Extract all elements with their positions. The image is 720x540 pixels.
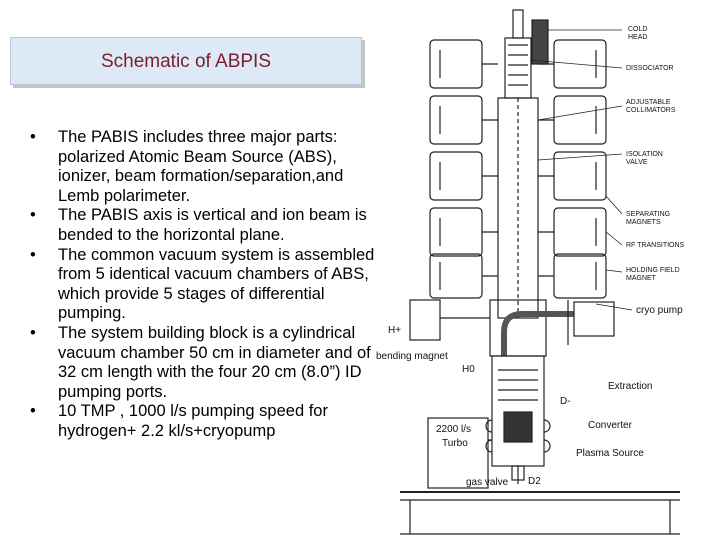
label-d2: D2 [528,476,541,487]
bullet-item: • The system building block is a cylindri… [30,324,380,402]
label-turbo-speed: 2200 l/s [436,424,471,435]
bullet-dot: • [30,402,36,421]
extraction-electrodes [498,369,538,401]
chamber-flange [429,207,483,257]
label-bending-magnet: bending magnet [376,351,448,362]
cold-head-block [531,19,549,65]
label-rf-transitions: RF TRANSITIONS [626,242,685,249]
bullet-text: The PABIS includes three major parts: po… [58,128,344,205]
title-box: Schematic of ABPIS [10,37,362,85]
label-dissociator: DISSOCIATOR [626,65,674,72]
label-h-plus: H+ [388,325,401,336]
chamber-flange [429,39,483,89]
bent-beam-pipe [501,311,574,356]
flange-detail [439,50,597,290]
bullet-dot: • [30,245,36,264]
label-cryo-pump: cryo pump [636,305,683,316]
cold-head-body [512,9,524,39]
chamber-flange [553,253,607,299]
bullet-list: • The PABIS includes three major parts: p… [30,128,380,442]
label-h0: H0 [462,364,475,375]
flange-connectors [482,63,554,277]
label-cold-head: COLD [628,26,647,33]
solenoid-coils [485,419,551,453]
label-extraction: Extraction [608,381,652,392]
converter-block [503,411,533,443]
label-adjustable-collimators-2: COLLIMATORS [626,107,676,114]
label-isolation-valve: ISOLATION [626,151,663,158]
chamber-flange [553,207,607,257]
gas-valve-body [511,465,525,481]
chamber-stack [429,39,607,299]
bullet-text: The common vacuum system is assembled fr… [58,245,375,323]
label-d-minus: D- [560,396,571,407]
schematic-labels: COLD HEAD DISSOCIATOR ADJUSTABLE COLLIMA… [626,26,685,282]
label-plasma-source: Plasma Source [576,448,644,459]
slide-title: Schematic of ABPIS [100,51,272,72]
bullet-text: 10 TMP , 1000 l/s pumping speed for hydr… [58,402,328,440]
chamber-flange [429,253,483,299]
label-separating-magnets: SEPARATING [626,211,670,218]
cryo-pump-body [573,301,615,337]
bullet-dot: • [30,323,36,342]
label-adjustable-collimators: ADJUSTABLE [626,99,671,106]
bullet-item: • 10 TMP , 1000 l/s pumping speed for hyd… [30,402,380,441]
turbo-pump-body [427,417,489,489]
label-holding-field-magnet-2: MAGNET [626,275,657,282]
bullet-item: • The PABIS axis is vertical and ion beam… [30,206,380,245]
bullet-text: The system building block is a cylindric… [58,323,371,401]
label-converter: Converter [588,420,633,431]
chamber-flange [553,95,607,145]
schematic-callouts: cryo pump H+ bending magnet H0 Extractio… [376,305,683,488]
ionizer-body [491,355,545,467]
schematic-drawing [400,9,680,535]
abpis-schematic: COLD HEAD DISSOCIATOR ADJUSTABLE COLLIMA… [376,9,685,535]
label-gas-valve: gas valve [466,477,509,488]
label-cold-head-2: HEAD [628,34,647,41]
chamber-flange [429,95,483,145]
label-holding-field-magnet: HOLDING FIELD [626,267,680,274]
label-separating-magnets-2: MAGNETS [626,219,661,226]
hplus-port [409,299,441,341]
bullet-item: • The common vacuum system is assembled f… [30,246,380,324]
central-column [497,97,539,319]
label-isolation-valve-2: VALVE [626,159,648,166]
label-turbo: Turbo [442,438,468,449]
bullet-item: • The PABIS includes three major parts: p… [30,128,380,206]
bullet-text: The PABIS axis is vertical and ion beam … [58,206,367,244]
chamber-flange [553,151,607,201]
dissociator-coils [508,44,528,86]
bullet-dot: • [30,128,36,146]
chamber-flange [429,151,483,201]
dissociator-tube [504,37,532,99]
label-leader-lines [529,29,633,311]
bullet-dot: • [30,206,36,225]
